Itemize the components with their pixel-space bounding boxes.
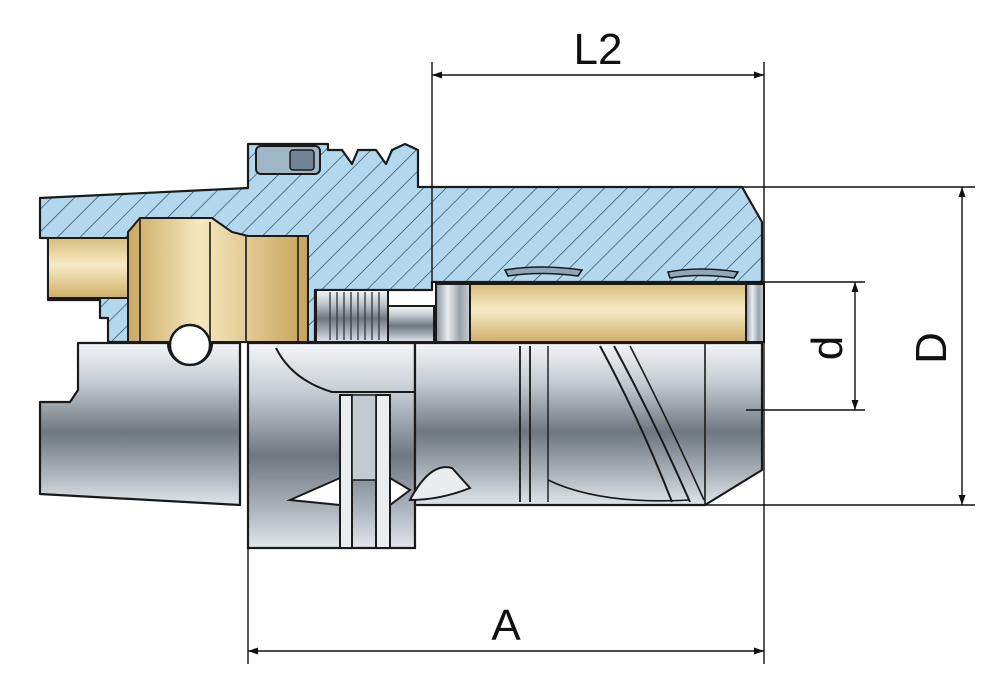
clamp-parts xyxy=(47,217,765,367)
label-D: D xyxy=(907,332,956,364)
exterior-body xyxy=(38,341,764,550)
label-d: d xyxy=(803,336,852,360)
label-l2: L2 xyxy=(574,25,623,74)
label-a: A xyxy=(491,601,521,650)
dimensions xyxy=(247,62,975,664)
